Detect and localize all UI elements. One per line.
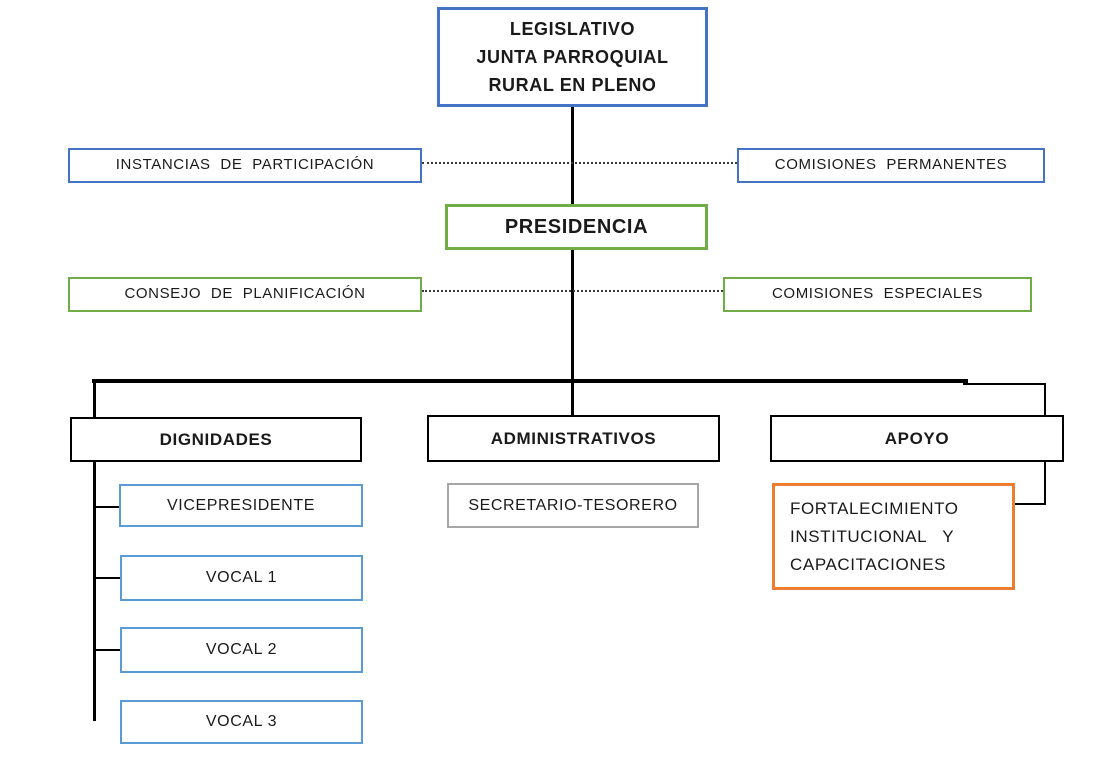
connector-branch-horizontal-right — [963, 383, 1046, 385]
node-dignidades: DIGNIDADES — [70, 417, 362, 462]
node-presidencia: PRESIDENCIA — [445, 204, 708, 250]
node-vicepresidente: VICEPRESIDENTE — [119, 484, 363, 527]
node-consejo-de-planificacion: CONSEJO DE PLANIFICACIÓN — [68, 277, 422, 312]
node-vocal-1: VOCAL 1 — [120, 555, 363, 601]
connector-branch-dignidades — [93, 381, 96, 417]
node-fortalecimiento-institucional: FORTALECIMIENTO INSTITUCIONAL Y CAPACITA… — [772, 483, 1015, 590]
node-legislativo-junta-parroquial: LEGISLATIVO JUNTA PARROQUIAL RURAL EN PL… — [437, 7, 708, 107]
connector-apoyo-down — [1044, 462, 1046, 505]
connector-dotted-instancias-permanentes — [422, 162, 737, 164]
node-secretario-tesorero: SECRETARIO-TESORERO — [447, 483, 699, 528]
connector-spine-vicepresidente — [95, 506, 119, 508]
node-comisiones-permanentes: COMISIONES PERMANENTES — [737, 148, 1045, 183]
node-apoyo: APOYO — [770, 415, 1064, 462]
node-instancias-de-participacion: INSTANCIAS DE PARTICIPACIÓN — [68, 148, 422, 183]
connector-dotted-consejo-especiales — [422, 290, 723, 292]
connector-branch-horizontal — [92, 379, 968, 383]
connector-spine-vocal1 — [95, 577, 120, 579]
connector-spine-vocal2 — [95, 649, 120, 651]
connector-dignidades-spine — [93, 462, 96, 721]
node-administrativos: ADMINISTRATIVOS — [427, 415, 720, 462]
connector-apoyo-fortalecimiento — [1015, 503, 1046, 505]
node-vocal-2: VOCAL 2 — [120, 627, 363, 673]
node-vocal-3: VOCAL 3 — [120, 700, 363, 744]
connector-branch-apoyo — [1044, 384, 1046, 415]
connector-legislativo-presidencia — [571, 107, 574, 204]
connector-presidencia-branch — [571, 250, 574, 415]
node-comisiones-especiales: COMISIONES ESPECIALES — [723, 277, 1032, 312]
